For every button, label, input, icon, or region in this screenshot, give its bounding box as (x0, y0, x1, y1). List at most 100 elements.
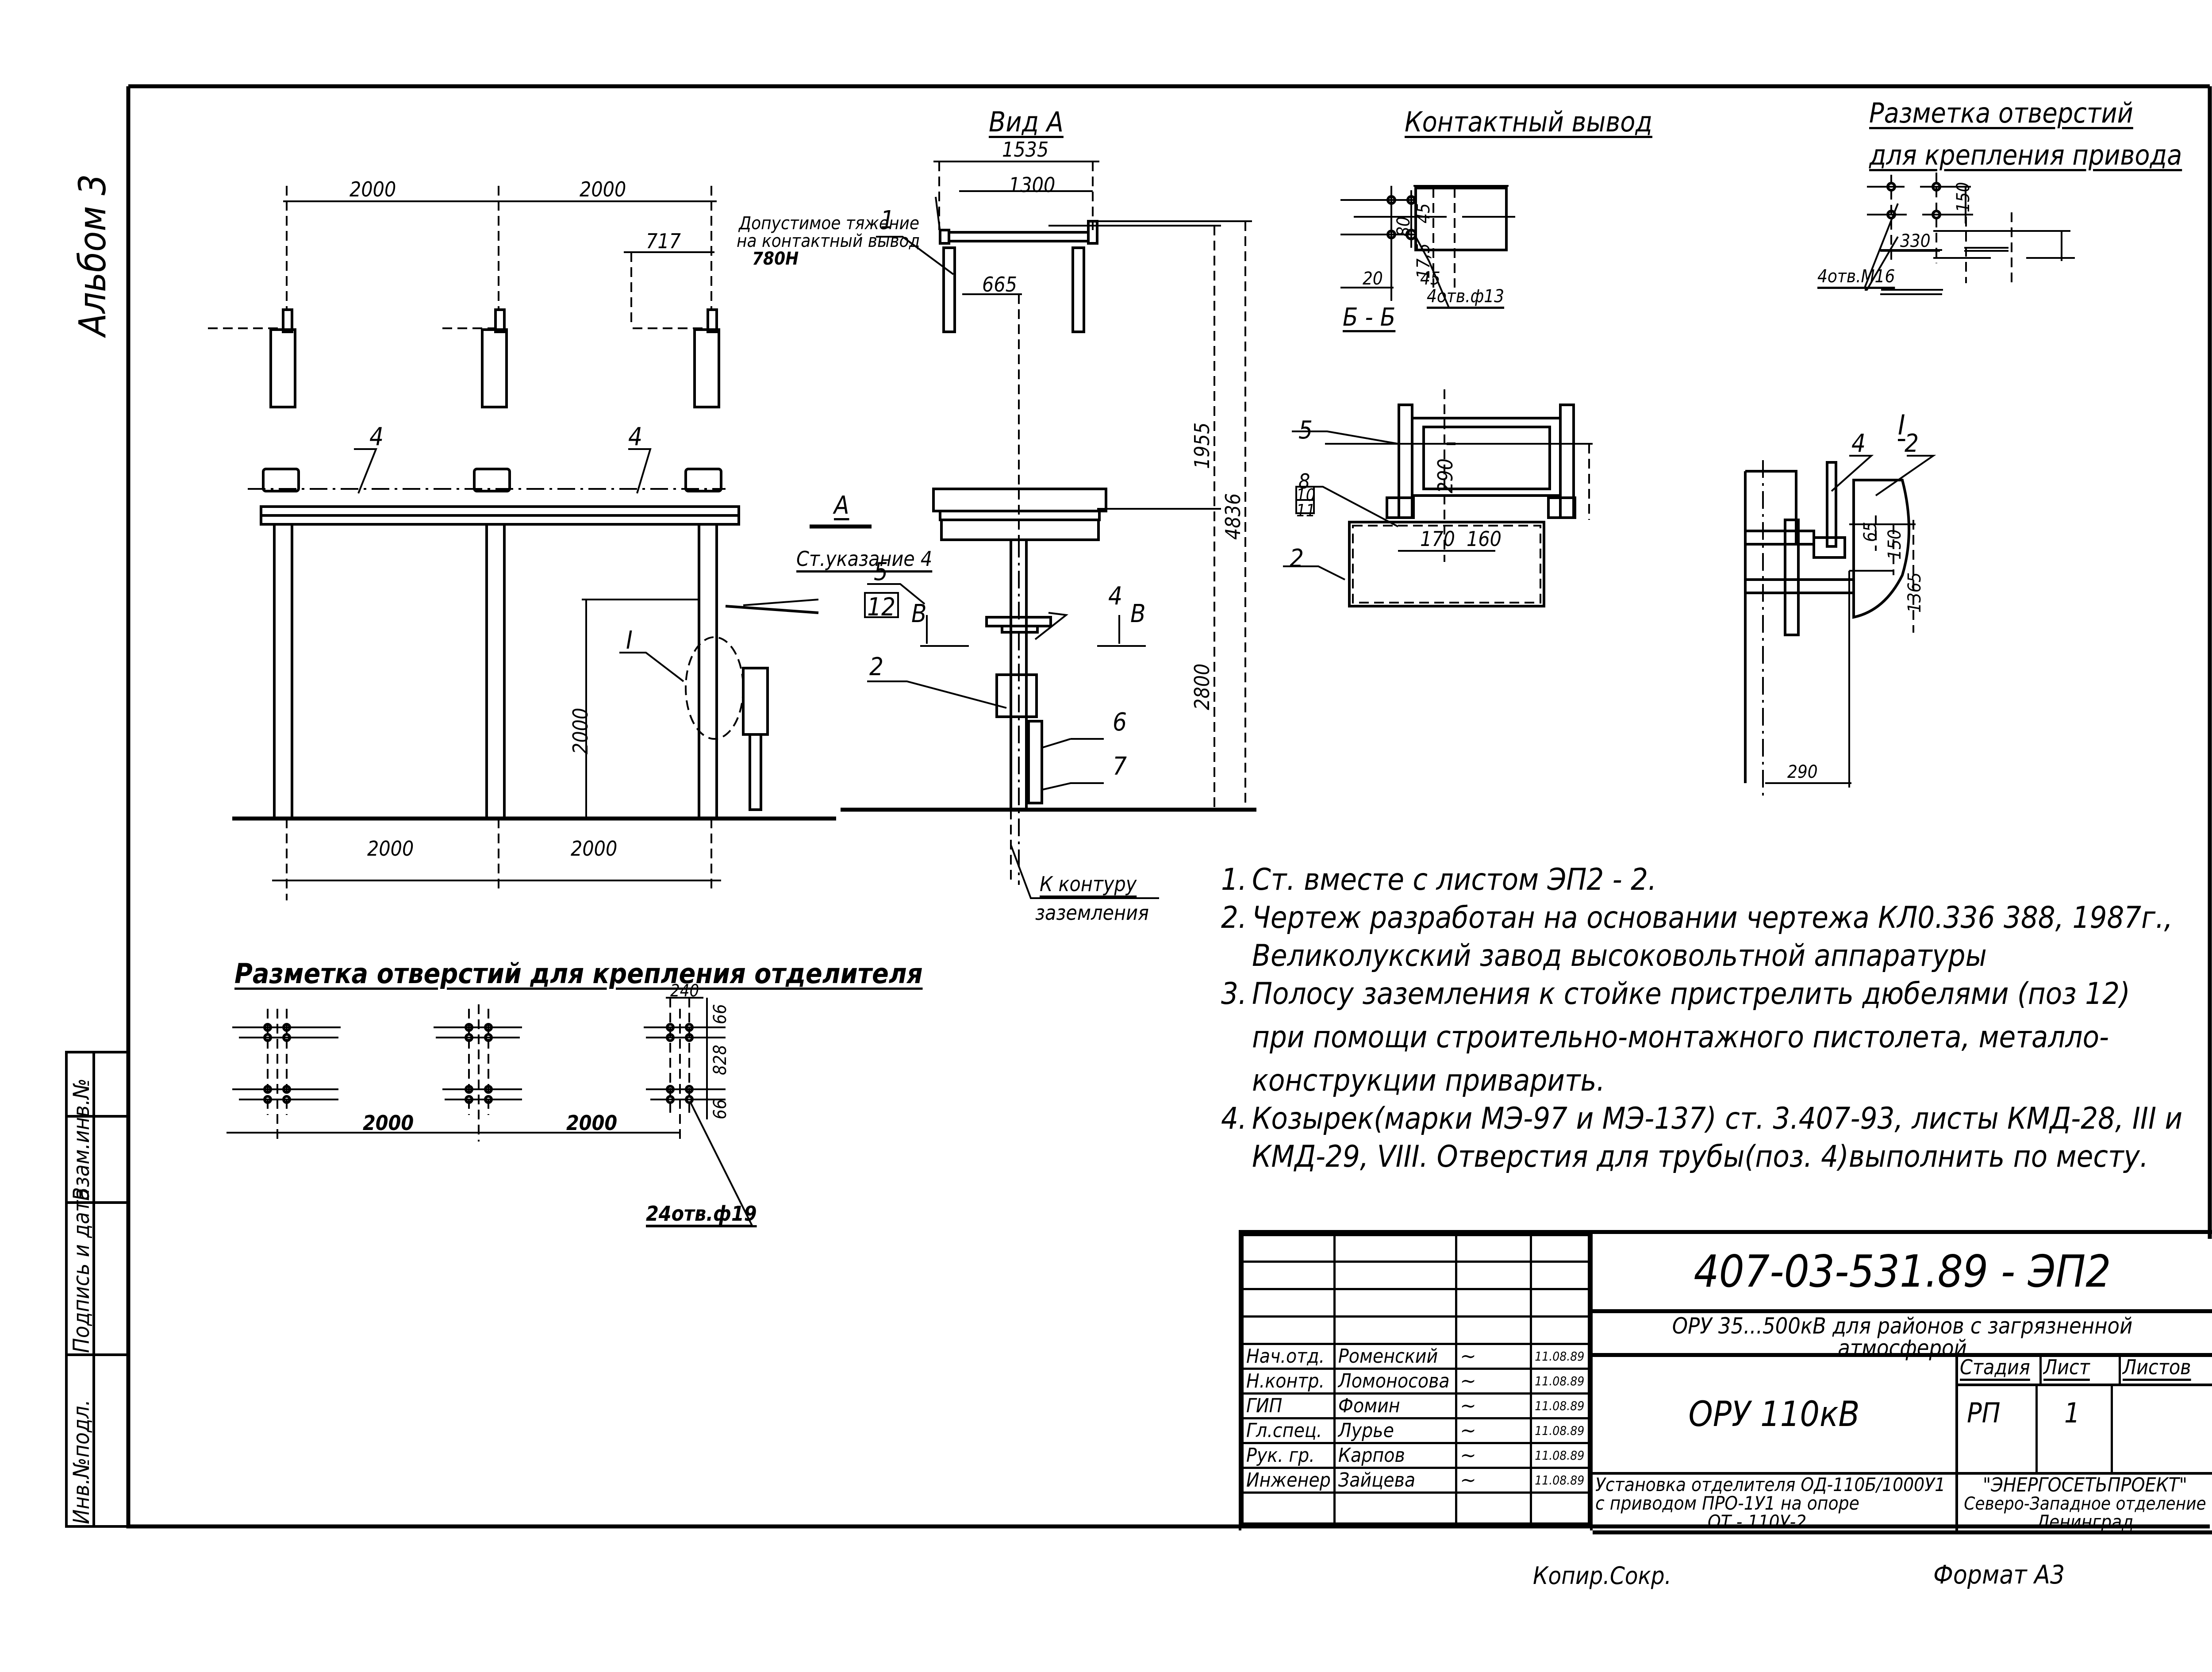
contact-terminal-drawing (1340, 185, 1515, 308)
callout-view-a-pos1: 1 (880, 206, 895, 234)
sig-role: Гл.спец. (1241, 1417, 1336, 1444)
separator-holes-label: 24отв.ф19 (646, 1202, 757, 1226)
sig-row: Рук. гр.Карпов~11.08.89 (1241, 1442, 1590, 1469)
sheets-value (2113, 1386, 2212, 1472)
sig-name: Фомин (1333, 1392, 1458, 1419)
note-text-line: Великолукский завод высоковольтной аппар… (1252, 938, 1987, 973)
contact-terminal-title: Контактный вывод (1405, 106, 1652, 138)
note-text-line: Полосу заземления к стойке пристрелить д… (1252, 976, 2130, 1011)
dim-drive-150: 150 (1953, 182, 1974, 212)
title-block: Нач.отд.Роменский~11.08.89 Н.контр.Ломон… (1239, 1230, 2212, 1534)
sig-name: Роменский (1333, 1343, 1458, 1370)
drive-holes-label: 4отв.М16 (1817, 266, 1895, 287)
dim-view-a-1535: 1535 (1002, 138, 1049, 161)
callout-view-a-pos5: 5 (874, 557, 888, 586)
dim-terminal-45h: 45 (1420, 269, 1440, 289)
callout-view-a-pos6: 6 (1113, 708, 1127, 737)
dim-sep-66-bottom: 66 (710, 1099, 730, 1119)
org-cell: "ЭНЕРГОСЕТЬПРОЕКТ" Северо-Западное отдел… (1958, 1475, 2212, 1534)
sig-name: Карпов (1333, 1442, 1458, 1469)
sig-date: 11.08.89 (1530, 1417, 1590, 1444)
dim-sep-828: 828 (710, 1045, 730, 1075)
signature-table: Нач.отд.Роменский~11.08.89 Н.контр.Ломон… (1241, 1234, 1590, 1525)
org-line3: Ленинград (2036, 1511, 2134, 1533)
note-text-line: Козырек(марки МЭ-97 и МЭ-137) ст. 3.407-… (1252, 1101, 2183, 1136)
note-number: 3. (1221, 976, 1247, 1011)
dim-view-a-2800: 2800 (1190, 663, 1214, 710)
front-view-drawing (208, 186, 872, 900)
side-stamp-frame (65, 1051, 130, 1528)
tension-note-line2: на контактный вывод (737, 231, 920, 251)
org-line1: "ЭНЕРГОСЕТЬПРОЕКТ" (1983, 1474, 2187, 1496)
sig-row-empty (1241, 1288, 1590, 1318)
section-bb-drawing (1283, 389, 1593, 607)
note-text-line: конструкции приварить. (1252, 1063, 1605, 1098)
sheet-title-line3: ОТ - 110У-2 (1708, 1511, 1807, 1533)
view-a-drawing (841, 161, 1256, 899)
callout-bb-pos8: 8 (1298, 469, 1310, 493)
dim-front-bottom-right: 2000 (571, 837, 618, 861)
notes-block: 1.Ст. вместе с листом ЭП2 - 2. 2.Чертеж … (1221, 865, 2208, 1172)
callout-view-a-pos7: 7 (1113, 752, 1127, 781)
note-number: 1. (1221, 862, 1247, 897)
project-cell: ОРУ 35...500кВ для районов с загрязненно… (1593, 1313, 2212, 1361)
sig-date: 11.08.89 (1530, 1368, 1590, 1395)
callout-bb-pos5: 5 (1298, 416, 1313, 445)
dim-view-a-1300: 1300 (1009, 173, 1056, 197)
sig-name: Зайцева (1333, 1467, 1458, 1494)
callout-detail-i: I (626, 626, 633, 655)
grounding-note-line1: К контуру (1040, 872, 1137, 896)
sheet-title-line1: Установка отделителя ОД-110Б/1000У1 (1595, 1474, 1946, 1495)
org-line2: Северо-Западное отделение (1964, 1494, 2206, 1514)
album-label: Альбом 3 (71, 174, 114, 336)
sig-role: ГИП (1241, 1392, 1336, 1419)
sig-name: Лурье (1333, 1417, 1458, 1444)
dim-sep-span-right: 2000 (566, 1111, 618, 1135)
note-text-line: Ст. вместе с листом ЭП2 - 2. (1252, 862, 1657, 897)
sig-signature: ~ (1455, 1368, 1532, 1395)
dim-sep-66-top: 66 (710, 1004, 730, 1024)
separator-holes-drawing (227, 997, 754, 1226)
drive-holes-title-line1: Разметка отверстий (1869, 97, 2133, 129)
callout-bb-pos2: 2 (1290, 544, 1304, 573)
dim-front-top-left: 2000 (349, 177, 396, 201)
dim-front-drive-height: 2000 (568, 707, 592, 754)
dim-bb-170: 170 (1420, 527, 1455, 551)
callout-bb-pos11: 11 (1296, 501, 1316, 520)
view-arrow-a: А (834, 491, 849, 520)
detail-i-title: I (1898, 409, 1905, 441)
sig-row-empty (1241, 1315, 1590, 1345)
dim-bb-290: 290 (1433, 458, 1457, 493)
dim-view-a-665: 665 (982, 273, 1017, 296)
note-text-line: КМД-29, VIII. Отверстия для трубы(поз. 4… (1252, 1139, 2149, 1174)
sig-role: Нач.отд. (1241, 1343, 1336, 1370)
sig-role: Рук. гр. (1241, 1442, 1336, 1469)
stage-value: РП (1958, 1386, 2038, 1472)
drive-holes-drawing (1818, 173, 2075, 295)
dim-front-offset: 717 (646, 229, 681, 253)
title-right-section: 407-03-531.89 - ЭП2 ОРУ 35...500кВ для р… (1590, 1234, 2212, 1534)
callout-bb-pos10: 10 (1296, 485, 1316, 505)
see-note-4: Ст.указание 4 (796, 547, 933, 571)
callout-detail-pos2: 2 (1905, 429, 1919, 458)
doc-code-cell: 407-03-531.89 - ЭП2 (1593, 1234, 2212, 1313)
callout-detail-pos4: 4 (1851, 429, 1866, 458)
dim-sep-span-left: 2000 (363, 1111, 414, 1135)
side-stamp-signature-date: Подпись и дата (69, 1188, 94, 1353)
section-mark-right: В (1130, 600, 1146, 628)
separator-holes-title: Разметка отверстий для крепления отделит… (234, 957, 923, 990)
stage-header: Стадия (1958, 1357, 2042, 1384)
project-line2: атмосферой (1838, 1335, 1967, 1361)
sig-row-empty (1241, 1234, 1590, 1263)
sig-date: 11.08.89 (1530, 1343, 1590, 1370)
sheets-header: Листов (2123, 1355, 2191, 1379)
drive-holes-title-line2: для крепления привода (1869, 139, 2182, 171)
note-number: 4. (1221, 1101, 1247, 1136)
dim-detail-65: 65 (1860, 522, 1881, 542)
sig-signature: ~ (1455, 1392, 1532, 1419)
dim-detail-1365: 1365 (1905, 572, 1925, 613)
dim-terminal-45v: 45 (1413, 203, 1434, 223)
dim-terminal-20: 20 (1363, 269, 1383, 289)
